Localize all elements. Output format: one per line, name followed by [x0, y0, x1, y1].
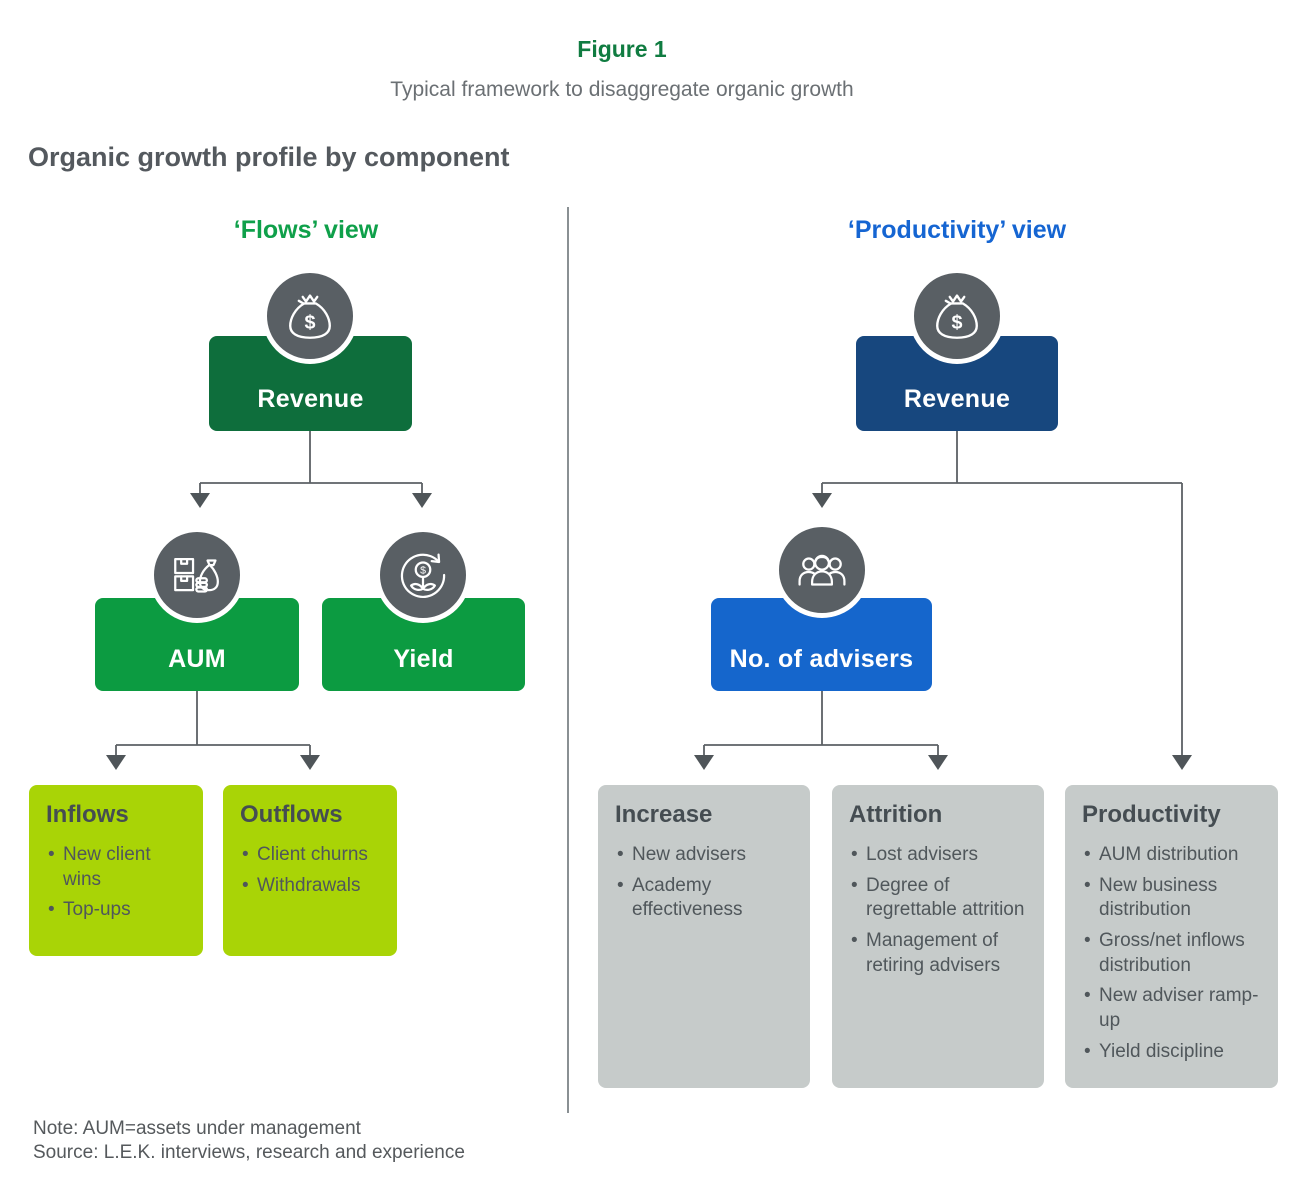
list-item: New client wins	[46, 843, 186, 892]
productivity-list: AUM distribution New business distributi…	[1082, 843, 1261, 1065]
productivity-title: Productivity	[1082, 801, 1221, 828]
yield-label: Yield	[393, 645, 454, 673]
inflows-card: Inflows New client wins Top-ups	[29, 785, 203, 956]
list-item: Lost advisers	[849, 843, 1027, 868]
list-item: Withdrawals	[240, 874, 380, 899]
advisers-label: No. of advisers	[729, 645, 914, 673]
outflows-title: Outflows	[240, 801, 343, 828]
increase-title: Increase	[615, 801, 713, 828]
svg-text:$: $	[420, 565, 426, 577]
list-item: New advisers	[615, 843, 793, 868]
source-line: Source: L.E.K. interviews, research and …	[33, 1142, 465, 1164]
inflows-list: New client wins Top-ups	[46, 843, 186, 923]
advisers-group-icon	[774, 522, 870, 618]
list-item: Gross/net inflows distribution	[1082, 929, 1261, 978]
productivity-card: Productivity AUM distribution New busine…	[1065, 785, 1278, 1088]
attrition-card: Attrition Lost advisers Degree of regret…	[832, 785, 1044, 1088]
outflows-card: Outflows Client churns Withdrawals	[223, 785, 397, 956]
aum-label: AUM	[168, 645, 226, 673]
list-item: New business distribution	[1082, 874, 1261, 923]
svg-text:$: $	[305, 312, 316, 334]
footnotes: Note: AUM=assets under management Source…	[33, 1117, 465, 1166]
figure-number: Figure 1	[577, 36, 667, 62]
list-item: New adviser ramp-up	[1082, 984, 1261, 1033]
increase-list: New advisers Academy effectiveness	[615, 843, 793, 923]
productivity-view-title: ‘Productivity’ view	[847, 216, 1067, 244]
assets-boxes-icon	[149, 527, 245, 623]
flows-view-title: ‘Flows’ view	[233, 216, 379, 244]
note-line: Note: AUM=assets under management	[33, 1118, 361, 1139]
list-item: Yield discipline	[1082, 1040, 1261, 1065]
vertical-divider	[567, 207, 569, 1113]
list-item: Degree of regrettable attrition	[849, 874, 1027, 923]
list-item: AUM distribution	[1082, 843, 1261, 868]
figure-subtitle: Typical framework to disaggregate organi…	[390, 78, 854, 101]
page-title: Organic growth profile by component	[28, 142, 510, 172]
productivity-revenue-node: Revenue	[856, 336, 1058, 431]
list-item: Academy effectiveness	[615, 874, 793, 923]
money-bag-icon: $	[262, 268, 358, 364]
attrition-title: Attrition	[849, 801, 943, 828]
yield-plant-coin-icon: $	[375, 527, 471, 623]
flows-revenue-label: Revenue	[257, 385, 364, 413]
money-bag-icon: $	[909, 268, 1005, 364]
list-item: Top-ups	[46, 898, 186, 923]
productivity-revenue-label: Revenue	[903, 385, 1011, 413]
list-item: Management of retiring advisers	[849, 929, 1027, 978]
list-item: Client churns	[240, 843, 380, 868]
attrition-list: Lost advisers Degree of regrettable attr…	[849, 843, 1027, 978]
svg-text:$: $	[952, 312, 963, 334]
yield-node: Yield	[322, 598, 525, 691]
inflows-title: Inflows	[46, 801, 129, 828]
increase-card: Increase New advisers Academy effectiven…	[598, 785, 810, 1088]
outflows-list: Client churns Withdrawals	[240, 843, 380, 898]
